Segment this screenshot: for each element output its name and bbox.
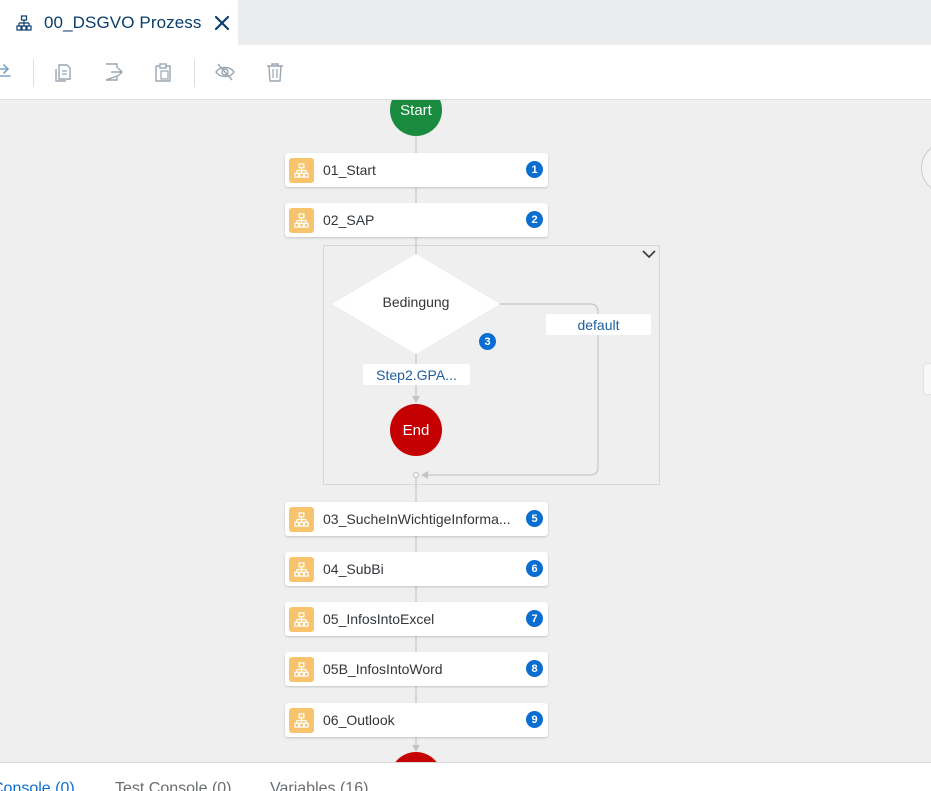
branch-default-label[interactable]: default <box>546 314 651 335</box>
end-label: End <box>402 421 430 439</box>
step-03-suche[interactable]: 03_SucheInWichtigeInforma... 5 <box>285 502 548 536</box>
close-icon[interactable] <box>214 15 230 31</box>
copy-icon[interactable] <box>52 61 74 83</box>
step-05-infosintoexcel[interactable]: 05_InfosIntoExcel 7 <box>285 602 548 636</box>
step-label: 06_Outlook <box>323 712 395 728</box>
bottom-tab-bar: Console (0) Test Console (0) Variables (… <box>0 762 931 791</box>
process-icon <box>289 157 314 183</box>
toolbar-separator <box>194 59 195 87</box>
step-badge: 7 <box>526 610 543 627</box>
step-label: 03_SucheInWichtigeInforma... <box>323 511 511 527</box>
flow-connectors <box>332 136 599 752</box>
step-badge: 6 <box>526 560 543 577</box>
process-canvas[interactable]: Start 01_Start 1 02_SAP 2 Bedingung 3 de… <box>0 100 931 762</box>
step-04-subbi[interactable]: 04_SubBi 6 <box>285 552 548 586</box>
tab-title: 00_DSGVO Prozess <box>44 12 202 32</box>
process-icon <box>289 506 314 532</box>
process-icon <box>289 207 314 233</box>
end-node-final[interactable] <box>390 752 442 762</box>
step-badge: 9 <box>526 711 543 728</box>
tab-variables[interactable]: Variables (16) <box>270 780 369 791</box>
clipboard-icon[interactable] <box>152 61 174 83</box>
step-badge: 1 <box>526 161 543 178</box>
hide-icon[interactable] <box>214 61 236 83</box>
step-label: 01_Start <box>323 162 376 178</box>
tab-bar: 00_DSGVO Prozess <box>0 0 931 45</box>
process-icon <box>16 14 32 31</box>
tab-dsgvo-prozess[interactable]: 00_DSGVO Prozess <box>0 0 238 45</box>
end-node[interactable]: End <box>390 404 442 456</box>
tab-test-console[interactable]: Test Console (0) <box>115 780 232 791</box>
step-badge: 5 <box>526 510 543 527</box>
delete-icon[interactable] <box>264 61 286 83</box>
step-06-outlook[interactable]: 06_Outlook 9 <box>285 703 548 737</box>
step-badge: 2 <box>526 211 543 228</box>
tab-console[interactable]: Console (0) <box>0 780 75 791</box>
condition-badge: 3 <box>479 333 496 350</box>
export-icon[interactable] <box>0 61 14 83</box>
step-badge: 8 <box>526 660 543 677</box>
step-05b-infosintoword[interactable]: 05B_InfosIntoWord 8 <box>285 652 548 686</box>
start-label: Start <box>400 101 432 119</box>
condition-label[interactable]: Bedingung <box>382 294 450 310</box>
step-01-start[interactable]: 01_Start 1 <box>285 153 548 187</box>
step-label: 04_SubBi <box>323 561 384 577</box>
paste-into-icon[interactable] <box>103 61 125 83</box>
condition-group[interactable] <box>323 245 660 485</box>
process-icon <box>289 656 314 682</box>
step-label: 05_InfosIntoExcel <box>323 611 435 627</box>
process-icon <box>289 556 314 582</box>
process-icon <box>289 707 314 733</box>
step-label: 02_SAP <box>323 212 375 228</box>
toolbar-separator <box>33 59 34 87</box>
chevron-down-icon[interactable] <box>640 247 658 261</box>
process-icon <box>289 606 314 632</box>
branch-true-label[interactable]: Step2.GPA... <box>363 364 470 385</box>
step-label: 05B_InfosIntoWord <box>323 661 443 677</box>
step-02-sap[interactable]: 02_SAP 2 <box>285 203 548 237</box>
condition-diamond <box>332 254 500 354</box>
toolbar <box>0 45 931 100</box>
side-panel-handle[interactable] <box>924 364 931 394</box>
